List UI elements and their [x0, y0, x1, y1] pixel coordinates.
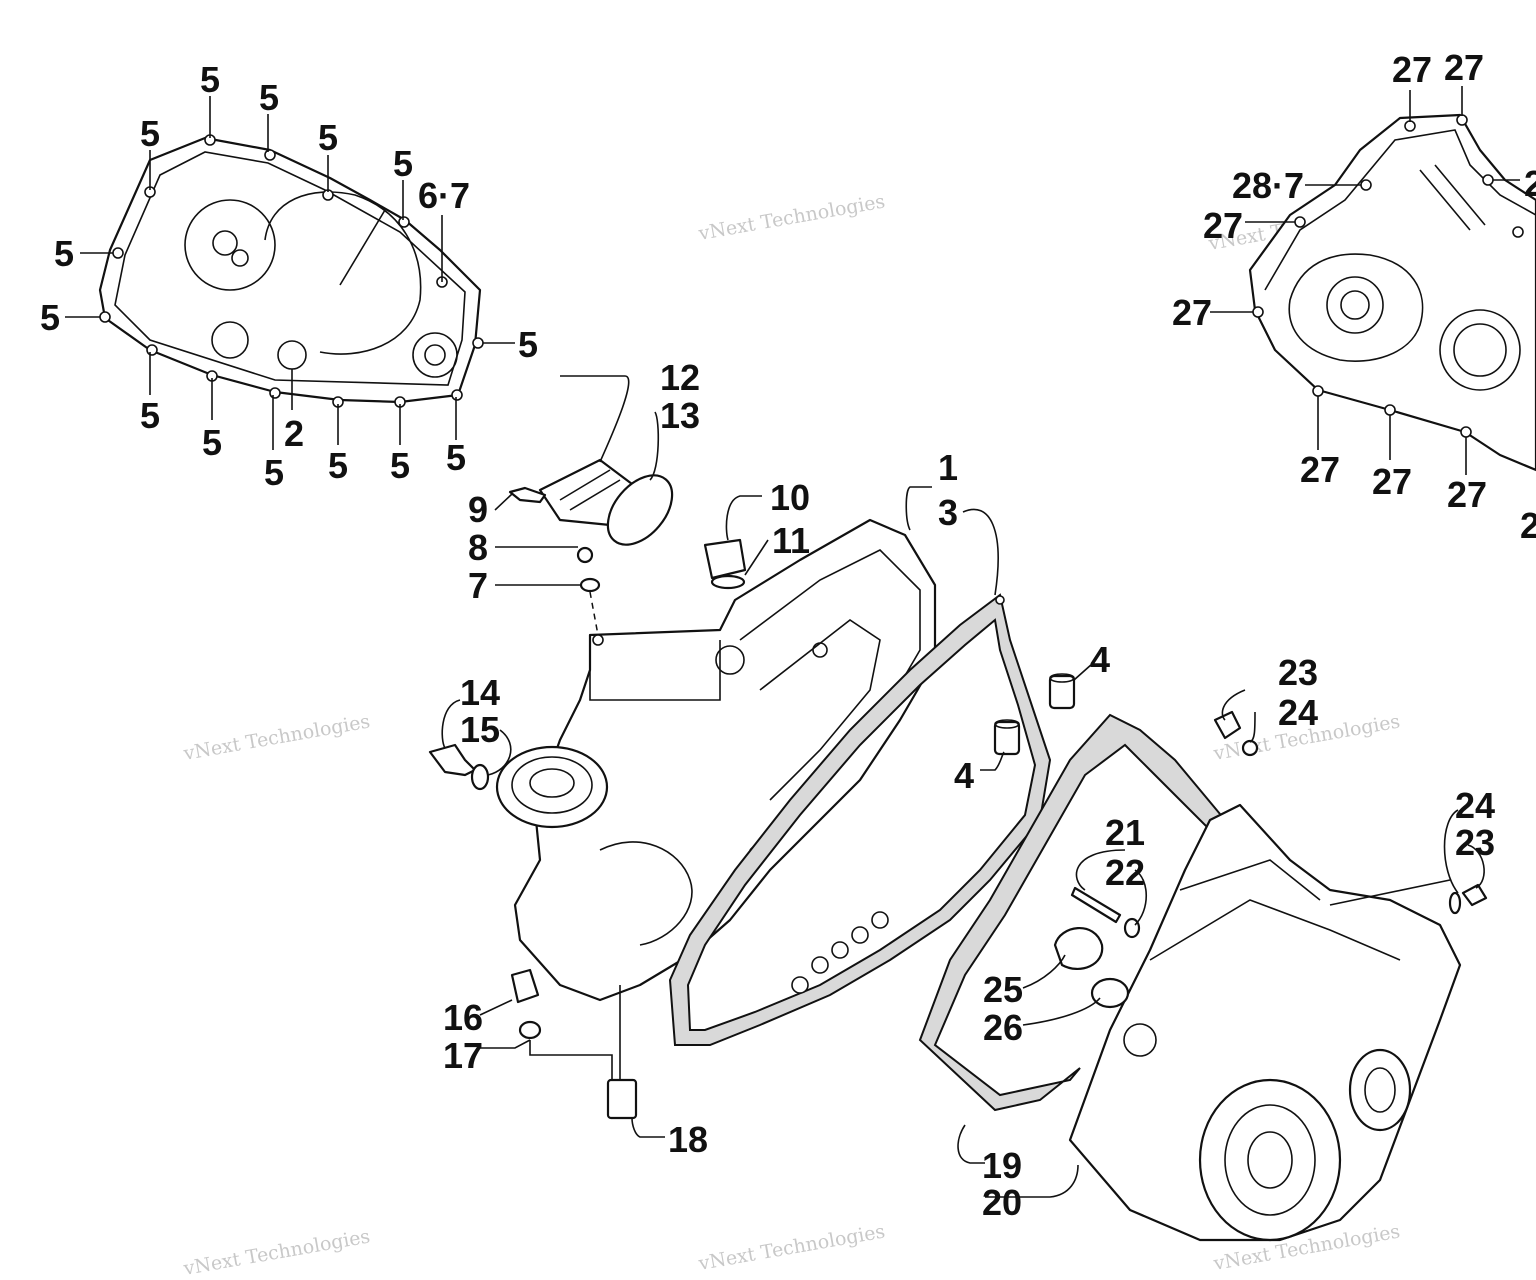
callout-21: 21: [1105, 812, 1145, 853]
callout-27: 27: [1444, 47, 1484, 88]
leaders-top-right: [1210, 86, 1520, 475]
callout-16: 16: [443, 997, 483, 1038]
callout-13: 13: [660, 395, 700, 436]
callout-18: 18: [668, 1119, 708, 1160]
fill-plug-10: [703, 538, 747, 590]
drain-plug-14-15: [428, 743, 490, 791]
watermark-text: vNext Technologies: [181, 1225, 372, 1280]
callout-11: 11: [772, 520, 810, 561]
callout-2: 2: [1520, 505, 1536, 546]
callout-5: 5: [318, 117, 338, 158]
callout-5: 5: [40, 297, 60, 338]
callout-5: 5: [259, 77, 279, 118]
callout-4: 4: [954, 755, 974, 796]
callouts-center: 12 13 9 8 7 10 11 1 3 4 4 14 15 21 22 23…: [443, 357, 1495, 1223]
callout-25: 25: [983, 969, 1023, 1010]
callout-5: 5: [140, 395, 160, 436]
callout-5: 5: [390, 445, 410, 486]
callout-26: 26: [983, 1007, 1023, 1048]
watermark-text: vNext Technologies: [696, 190, 887, 245]
plug-16-17-18: [510, 968, 638, 1120]
bolt-8-washer-7: [576, 546, 601, 636]
callout-27: 27: [1372, 461, 1412, 502]
callout-8: 8: [468, 527, 488, 568]
callouts-top-left: 5 5 5 5 5 6·7 5 5 5 5 5 2 5 5 5 5: [40, 59, 538, 493]
callout-20: 20: [982, 1182, 1022, 1223]
right-crankcase-gasket: [918, 713, 1227, 1112]
callout-5: 5: [200, 59, 220, 100]
callout-27: 27: [1447, 474, 1487, 515]
callout-12: 12: [660, 357, 700, 398]
callout-28-7: 28·7: [1232, 165, 1304, 206]
callout-5: 5: [446, 437, 466, 478]
callout-15: 15: [460, 709, 500, 750]
right-crankcase: [1068, 803, 1462, 1242]
callout-17: 17: [443, 1035, 483, 1076]
small-parts-right: [1053, 710, 1488, 1009]
callout-5: 5: [393, 143, 413, 184]
callout-5: 5: [202, 422, 222, 463]
callout-5: 5: [264, 452, 284, 493]
stator-cover-assembly: [1248, 113, 1536, 472]
watermark-text: vNext Technologies: [696, 1220, 887, 1275]
callout-10: 10: [770, 477, 810, 518]
callout-9: 9: [468, 489, 488, 530]
callout-27: 27: [1172, 292, 1212, 333]
callout-7: 7: [468, 565, 488, 606]
watermark-text: vNext Technologies: [181, 710, 372, 765]
callout-5: 5: [518, 324, 538, 365]
screw-9: [508, 486, 547, 504]
callout-2: 2: [284, 413, 304, 454]
callout-23: 23: [1278, 652, 1318, 693]
clutch-cover-assembly: [98, 134, 484, 408]
o-ring-13: [606, 474, 674, 546]
leaders-top-left: [65, 96, 515, 450]
callout-14: 14: [460, 672, 500, 713]
callout-22: 22: [1105, 852, 1145, 893]
callout-1: 1: [938, 447, 958, 488]
callout-5: 5: [54, 233, 74, 274]
callout-27: 27: [1392, 49, 1432, 90]
callout-4: 4: [1090, 639, 1110, 680]
callout-23: 23: [1455, 822, 1495, 863]
callout-5: 5: [140, 113, 160, 154]
callout-2: 2: [1524, 163, 1536, 204]
callout-19: 19: [982, 1145, 1022, 1186]
dowel-pins: [993, 673, 1076, 756]
callout-27: 27: [1203, 205, 1243, 246]
crankcase-gasket: [668, 593, 1052, 1046]
callout-24: 24: [1278, 692, 1318, 733]
callout-27: 27: [1300, 449, 1340, 490]
callout-3: 3: [938, 492, 958, 533]
callouts-top-right: 27 27 28·7 2 27 27 27 27 27 2: [1172, 47, 1536, 546]
callout-5: 5: [328, 445, 348, 486]
callout-6-7: 6·7: [418, 175, 470, 216]
leaders-center: [441, 375, 1485, 1198]
callout-24: 24: [1455, 785, 1495, 826]
